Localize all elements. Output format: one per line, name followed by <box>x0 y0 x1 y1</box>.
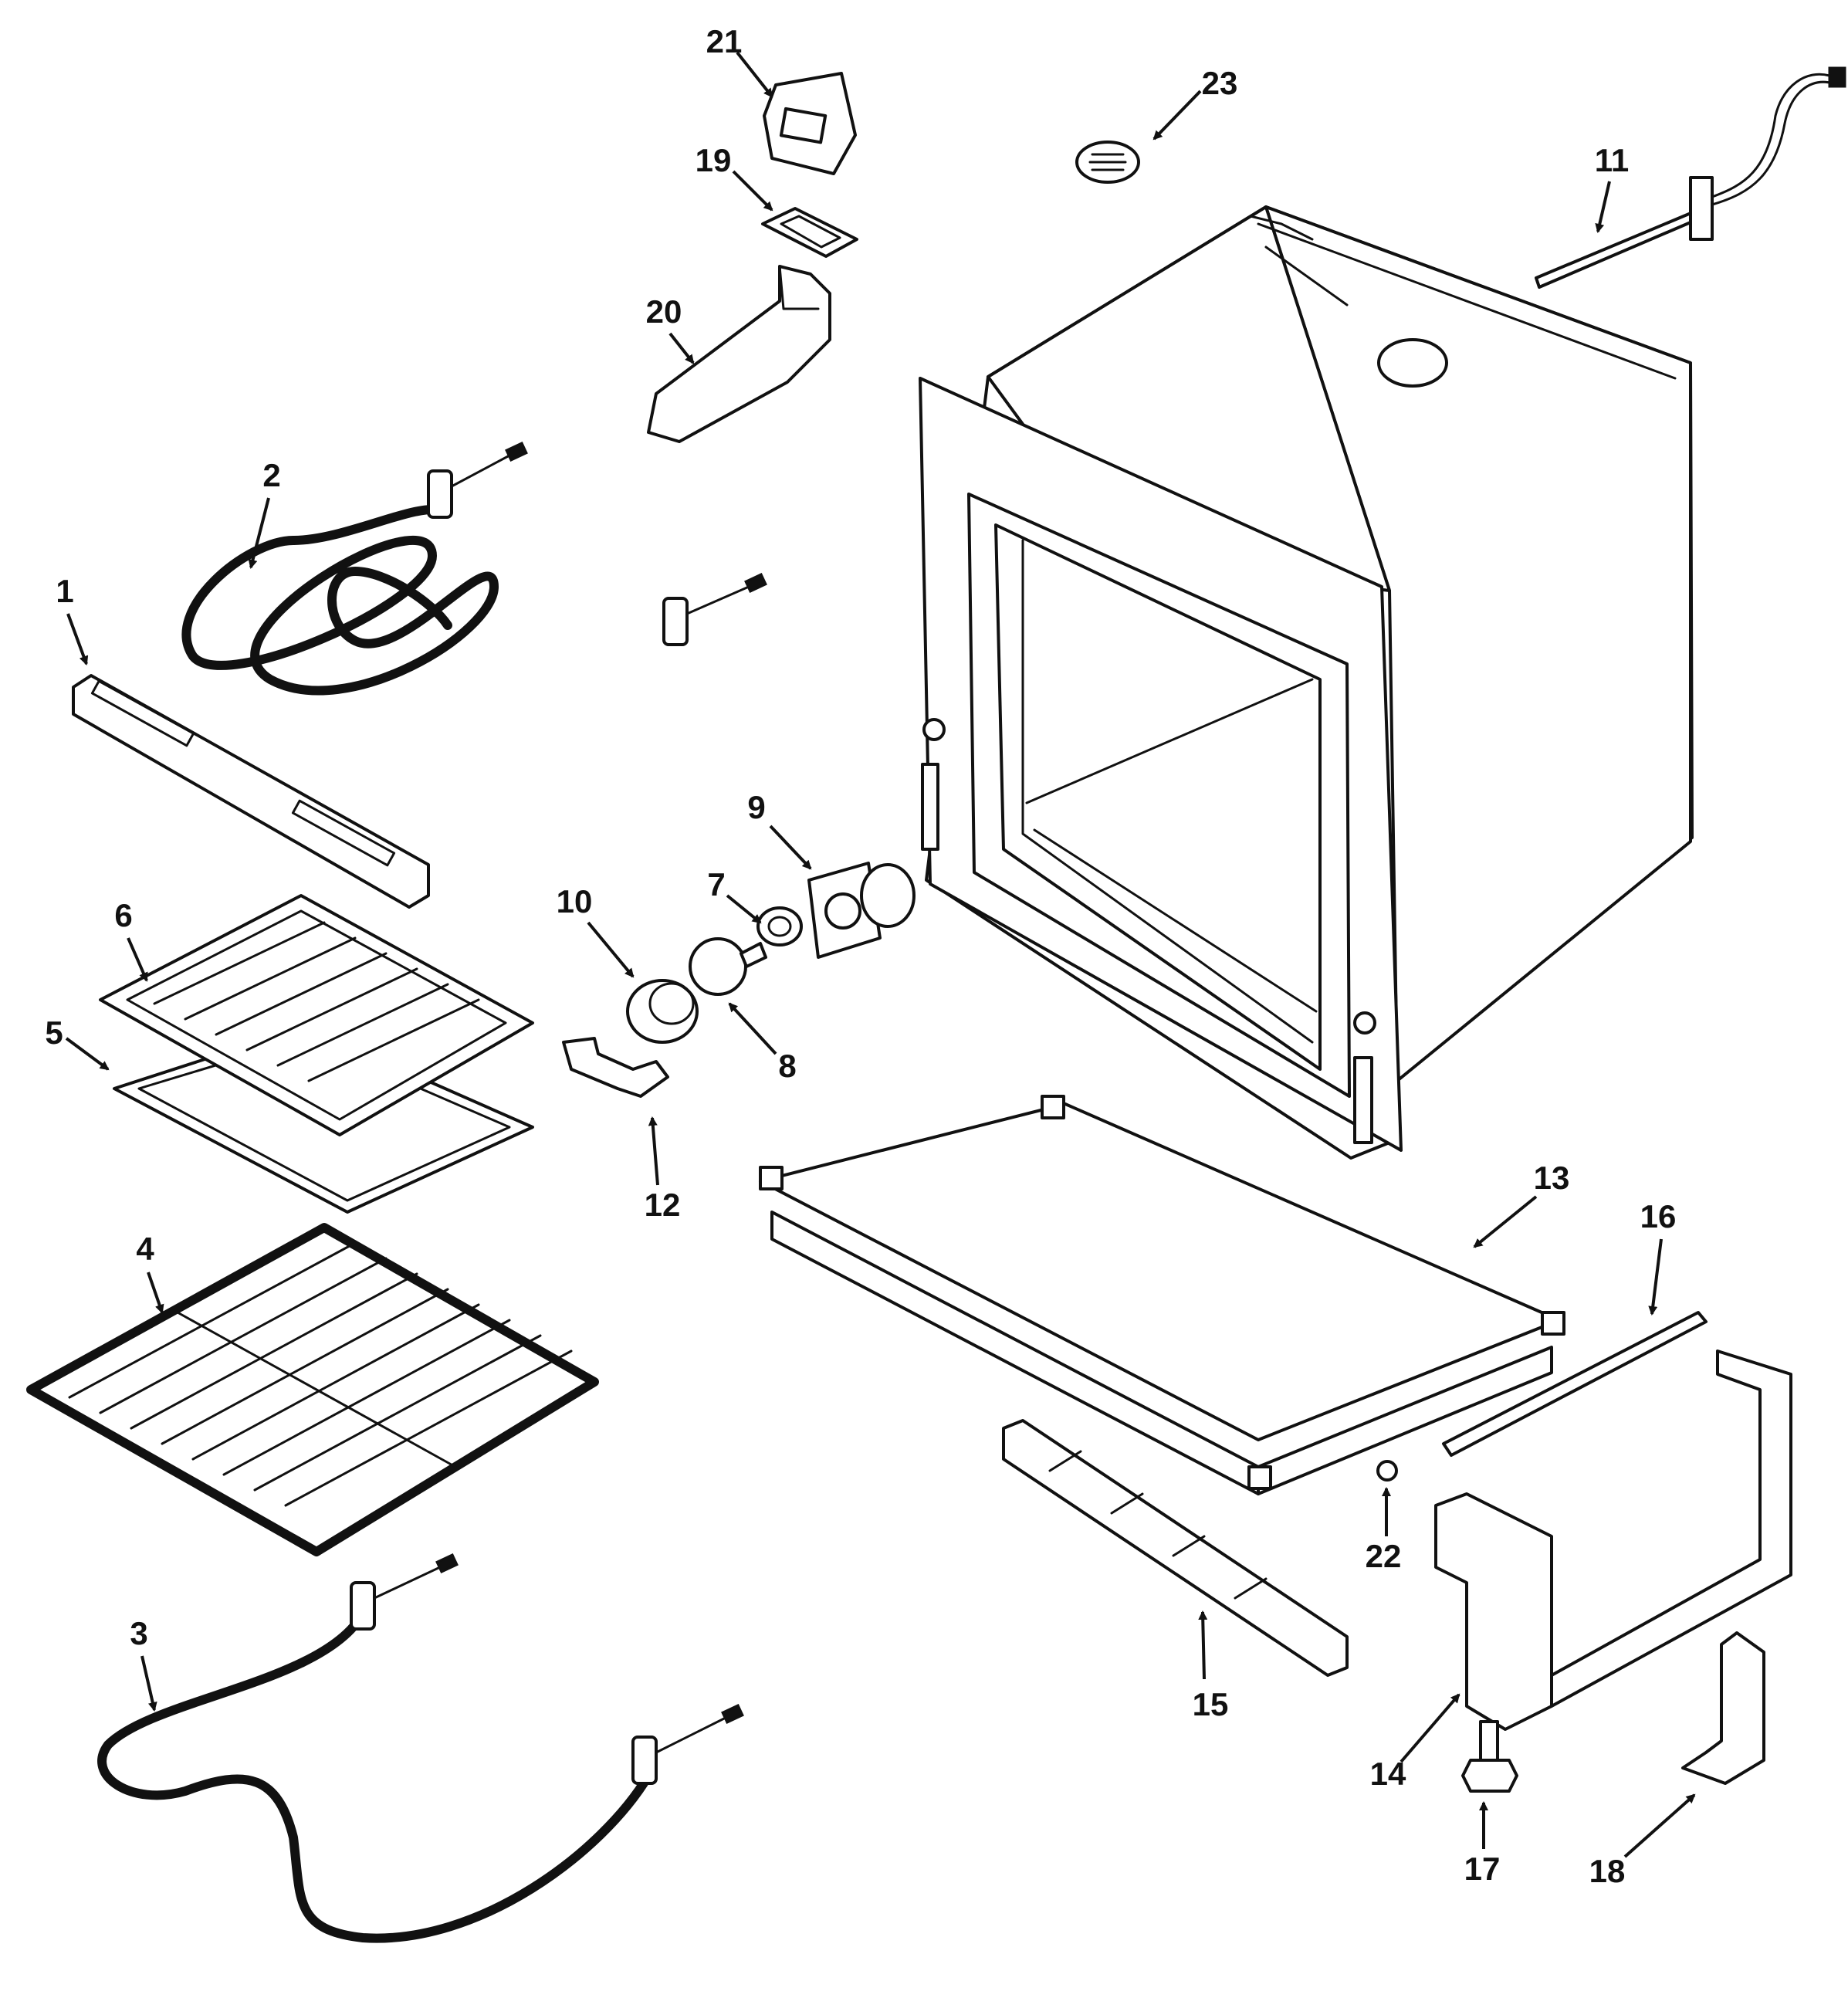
bake-element <box>97 1553 744 1943</box>
oven-bottom-tray <box>759 1095 1565 1495</box>
light-lens <box>626 979 699 1044</box>
oven-rack <box>26 1223 599 1556</box>
callout-7: 7 <box>707 866 725 902</box>
callout-23: 23 <box>1202 65 1238 101</box>
anti-tip-bracket <box>1681 1631 1765 1785</box>
duct-housing <box>763 72 857 175</box>
callout-9: 9 <box>747 789 765 825</box>
vent-duct <box>647 265 831 443</box>
callout-2: 2 <box>262 457 280 493</box>
leveling-leg <box>1461 1720 1518 1793</box>
callout-17: 17 <box>1464 1851 1501 1887</box>
support-rail <box>1442 1311 1708 1457</box>
callout-3: 3 <box>130 1615 147 1651</box>
callout-5: 5 <box>45 1014 63 1051</box>
broil-element <box>181 442 767 696</box>
callout-14: 14 <box>1370 1756 1406 1792</box>
light-housing <box>807 862 916 959</box>
callout-4: 4 <box>136 1231 154 1267</box>
vent-cap <box>1075 141 1140 184</box>
callout-11: 11 <box>1595 142 1629 178</box>
gasket <box>761 207 858 258</box>
broiler-pan-insert <box>99 894 534 1136</box>
side-bracket <box>1434 1349 1792 1731</box>
light-socket <box>756 906 803 947</box>
bottom-vent-panel <box>1002 1419 1349 1677</box>
callout-10: 10 <box>557 883 593 919</box>
callout-15: 15 <box>1193 1686 1229 1722</box>
callout-8: 8 <box>778 1048 796 1084</box>
oven-cavity <box>919 205 1694 1160</box>
callout-12: 12 <box>645 1187 681 1223</box>
lens-clip <box>562 1037 669 1098</box>
callout-labels: 1 2 3 4 5 6 7 8 9 10 11 12 13 14 15 16 1 <box>45 23 1696 1889</box>
callout-6: 6 <box>114 897 132 933</box>
light-bulb <box>689 937 767 996</box>
temperature-sensor <box>1535 66 1846 289</box>
callout-16: 16 <box>1640 1198 1677 1234</box>
element-bracket <box>72 674 430 909</box>
callout-20: 20 <box>646 293 682 330</box>
callout-22: 22 <box>1366 1538 1402 1574</box>
callout-19: 19 <box>696 142 732 178</box>
nut <box>1376 1460 1398 1482</box>
callout-18: 18 <box>1589 1853 1626 1889</box>
callout-13: 13 <box>1534 1160 1570 1196</box>
callout-1: 1 <box>56 573 73 609</box>
